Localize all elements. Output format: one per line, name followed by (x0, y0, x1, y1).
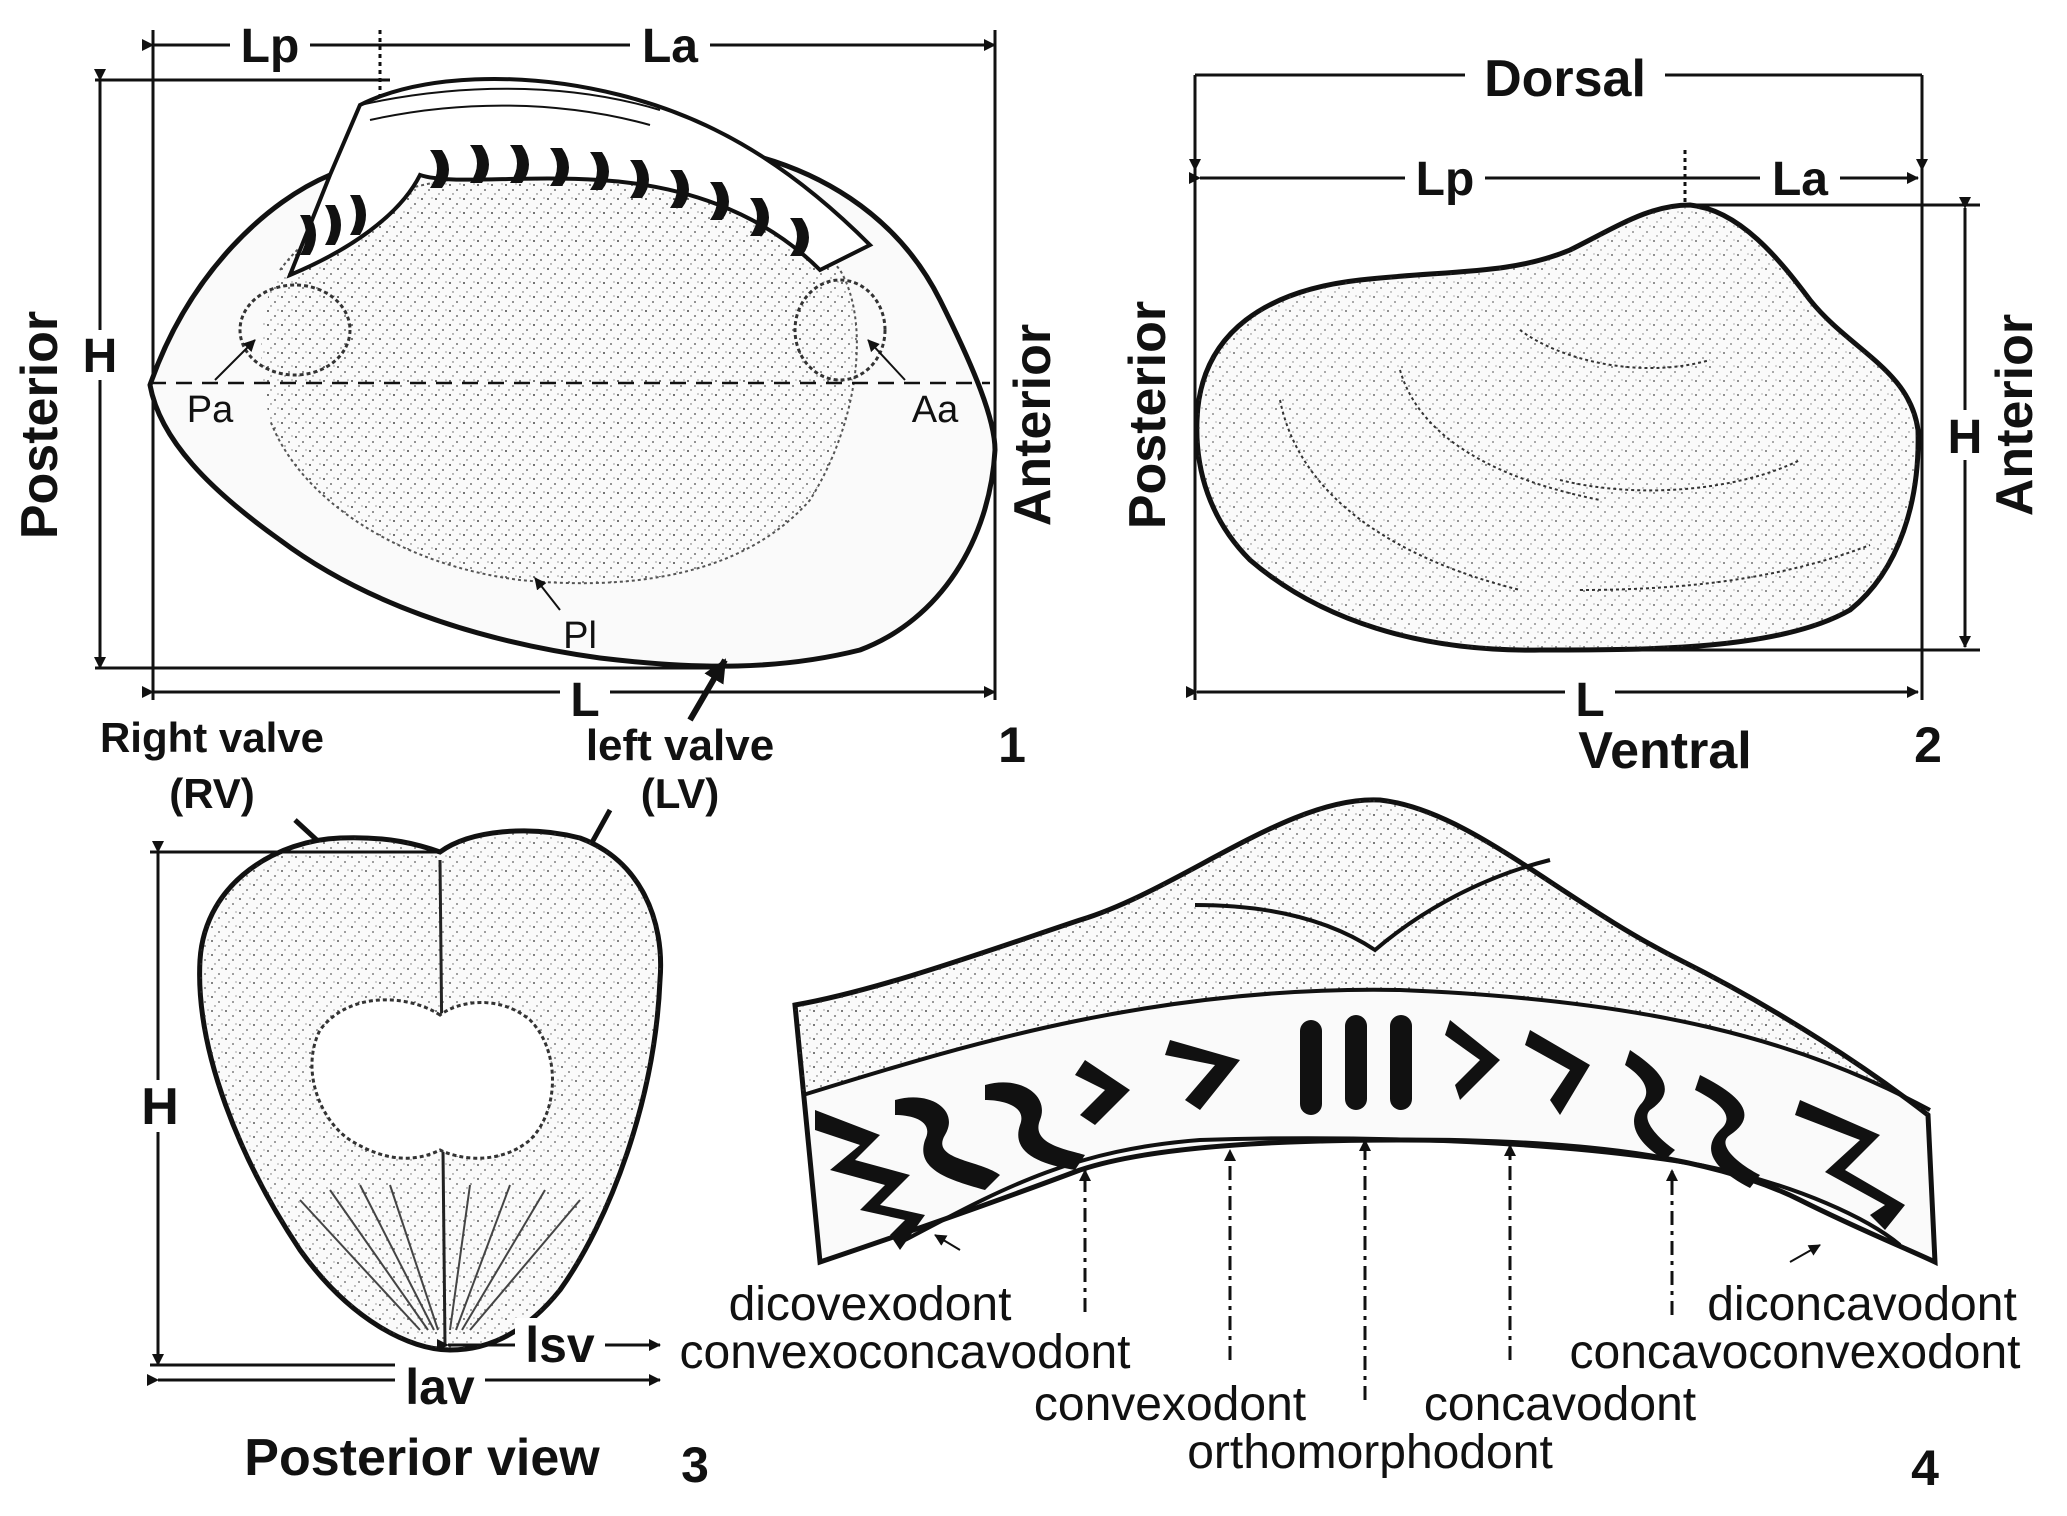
anterior-adductor-scar (793, 278, 887, 382)
lsv-label: lsv (525, 1317, 595, 1373)
dorsal-label: Dorsal (1484, 50, 1646, 108)
posterior-label: Posterior (11, 311, 69, 539)
h-label-3: H (141, 1078, 179, 1136)
convexodont-tooth (1165, 1040, 1240, 1110)
term-dicovexodont: dicovexodont (729, 1278, 1012, 1331)
left-valve-label: left valve (586, 721, 774, 770)
lp-label-2: Lp (1416, 153, 1475, 206)
concavoconvexodont-tooth (1625, 1050, 1675, 1160)
aa-arrow (867, 339, 906, 381)
ventral-label: Ventral (1578, 722, 1751, 780)
posterior-adductor-scar (238, 283, 352, 377)
ligament-line-2 (369, 104, 651, 126)
panel-1-number: 1 (998, 717, 1026, 773)
h-label: H (83, 330, 118, 383)
term-concavodont: concavodont (1424, 1378, 1696, 1431)
interior-stipple (261, 174, 857, 584)
right-valve-abbrev: (RV) (169, 770, 255, 817)
term-convexoconcavodont: convexoconcavodont (680, 1326, 1131, 1379)
panel-1-inner-valve: Lp La H L (11, 20, 1062, 773)
lunule (310, 998, 554, 1160)
l-label: L (570, 674, 599, 727)
posterior-view-caption: Posterior view (244, 1429, 600, 1487)
panel-3-posterior-view: Right valve (RV) (LV) H lsv lav Post (100, 714, 719, 1493)
growth-lines (1279, 329, 1871, 591)
left-valve-arrow (687, 658, 728, 722)
hinge-plate (286, 77, 874, 279)
l-label-2: L (1575, 674, 1604, 727)
concavodont-tooth (1445, 1020, 1500, 1100)
pa-arrow (214, 339, 256, 381)
lp-label: Lp (241, 20, 300, 73)
panel-2-number: 2 (1914, 717, 1942, 773)
hinge-plate-upper-edge (802, 987, 1931, 1112)
dicovexodont-tooth (815, 1110, 925, 1250)
panel-2-external-view: Dorsal Lp La H L Ventral Posterior Anter… (1119, 48, 2044, 780)
panel-4-number: 4 (1911, 1440, 1939, 1496)
pl-label: Pl (563, 615, 597, 657)
pl-arrow (534, 577, 561, 611)
panel-3-number: 3 (681, 1437, 709, 1493)
orthomorphodont-tooth (1300, 1020, 1322, 1115)
h-label-2: H (1948, 411, 1983, 464)
hinge-plate-lower-edge (904, 1136, 1902, 1247)
hinge-teeth (300, 145, 809, 256)
left-valve-abbrev: (LV) (641, 770, 720, 817)
panel-4-hinge-tooth-types: dicovexodont convexoconcavodont convexod… (680, 797, 2021, 1496)
posterior-label-2: Posterior (1119, 301, 1177, 529)
convexoconcavodont-tooth (895, 1097, 1000, 1190)
aa-label: Aa (912, 389, 959, 431)
term-diconcavodont: diconcavodont (1707, 1278, 2017, 1331)
anterior-label-2: Anterior (1986, 314, 2044, 516)
anterior-label: Anterior (1004, 324, 1062, 526)
radial-ribs (299, 1184, 581, 1331)
la-label-2: La (1772, 153, 1828, 206)
pa-label: Pa (187, 389, 234, 431)
term-concavoconvexodont: concavoconvexodont (1570, 1326, 2021, 1379)
hinge-teeth-row (815, 1015, 1905, 1250)
diconcavodont-tooth (1795, 1100, 1905, 1230)
term-pointers (934, 1139, 1821, 1400)
lav-label: lav (405, 1359, 475, 1415)
la-label: La (642, 20, 698, 73)
umbo-ridge (1194, 858, 1551, 953)
term-orthomorphodont: orthomorphodont (1187, 1426, 1553, 1479)
term-convexodont: convexodont (1034, 1378, 1306, 1431)
right-valve-label: Right valve (100, 714, 324, 761)
ligament-line (359, 87, 661, 111)
